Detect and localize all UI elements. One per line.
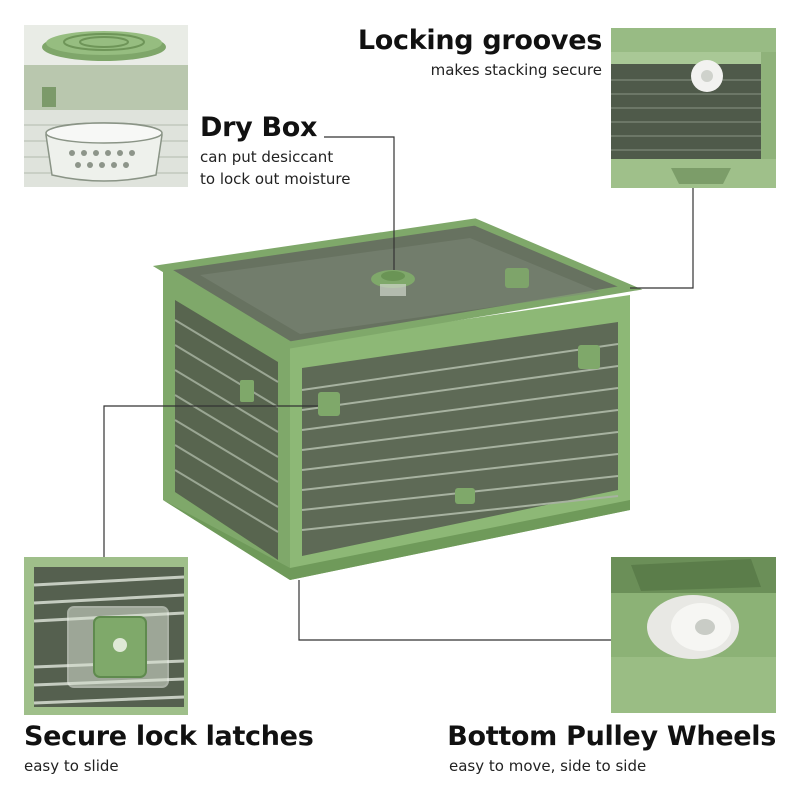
dry-box-desc-line2: to lock out moisture: [200, 170, 351, 188]
box-front-window: [302, 322, 618, 556]
locking-grooves-title: Locking grooves: [357, 25, 602, 56]
pulley-wheels-title: Bottom Pulley Wheels: [447, 721, 776, 752]
lock-latches-desc: easy to slide: [24, 757, 119, 775]
pulley-wheels-desc: easy to move, side to side: [449, 757, 647, 775]
pulley-wheels-image: [611, 557, 776, 713]
dry-box-title: Dry Box: [200, 112, 318, 143]
lock-latches-image: [24, 557, 188, 715]
locking-grooves-thumbnail: [611, 28, 776, 188]
dry-box-image: [24, 25, 188, 187]
box-front-ribs: [301, 343, 619, 531]
dry-box-thumbnail: [24, 25, 188, 187]
front-latch-right: [578, 345, 600, 369]
locking-grooves-image: [611, 28, 776, 188]
lock-latches-title: Secure lock latches: [24, 721, 314, 752]
dry-box-desc-line1: can put desiccant: [200, 148, 334, 166]
pulley-wheels-thumbnail: [611, 557, 776, 713]
front-latch-left: [318, 392, 340, 416]
lock-latches-thumbnail: [24, 557, 188, 715]
locking-grooves-desc: makes stacking secure: [430, 61, 602, 79]
